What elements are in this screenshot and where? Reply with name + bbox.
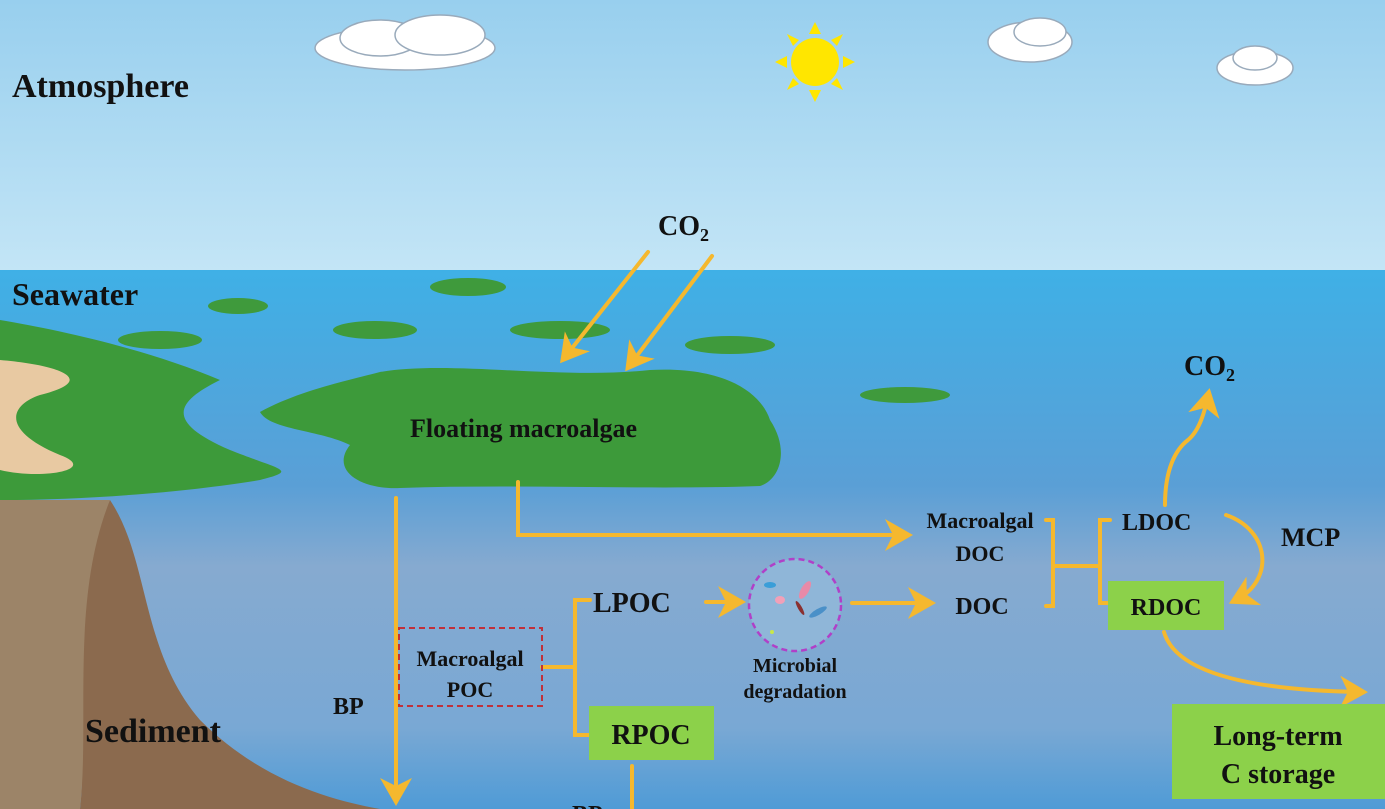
- sky: [0, 0, 1385, 270]
- long-term-storage-box: [1172, 704, 1385, 799]
- floating-macroalgae-label: Floating macroalgae: [410, 414, 637, 443]
- microbe-icon: [747, 557, 843, 653]
- cloud-icon: [987, 17, 1073, 63]
- flow-arrows: [380, 250, 1368, 809]
- co2-top-label: CO2: [658, 211, 709, 245]
- sediment-band: [80, 500, 380, 809]
- cloud-icon: [1216, 45, 1294, 86]
- bp-label: BP: [333, 694, 364, 720]
- c-storage-label: C storage: [1221, 759, 1335, 790]
- bp-bottom-label: BP: [572, 802, 603, 809]
- beach: [0, 360, 74, 475]
- rpoc-label: RPOC: [611, 720, 690, 751]
- microbe-icon: [764, 581, 827, 634]
- atmosphere-label: Atmosphere: [12, 68, 189, 105]
- microbial-label: Microbial: [753, 655, 838, 677]
- macroalgal-poc-box: [398, 627, 543, 707]
- long-term-label: Long-term: [1213, 721, 1342, 752]
- sediment-shore: [0, 500, 110, 809]
- doc-label: DOC: [955, 594, 1008, 620]
- ldoc-label: LDOC: [1122, 510, 1191, 536]
- macroalgal-doc-label: Macroalgal: [926, 508, 1033, 533]
- rdoc-box: [1108, 581, 1224, 630]
- rpoc-box: [589, 706, 714, 760]
- sediment-label: Sediment: [85, 713, 222, 750]
- lpoc-label: LPOC: [593, 588, 671, 619]
- macroalgal-poc-label: Macroalgal: [416, 646, 523, 671]
- co2-right-label: CO2: [1184, 351, 1235, 385]
- macroalgal-doc-label-2: DOC: [956, 541, 1005, 566]
- rdoc-label: RDOC: [1131, 595, 1202, 621]
- floating-macroalgae-mat: [260, 368, 781, 489]
- mcp-label: MCP: [1281, 523, 1340, 552]
- cloud-icon: [314, 14, 496, 71]
- coast-land: [0, 320, 282, 500]
- macroalgal-poc-label-2: POC: [447, 677, 493, 702]
- seawater-label: Seawater: [12, 276, 138, 312]
- sun-icon: [775, 22, 855, 102]
- degradation-label: degradation: [743, 681, 846, 703]
